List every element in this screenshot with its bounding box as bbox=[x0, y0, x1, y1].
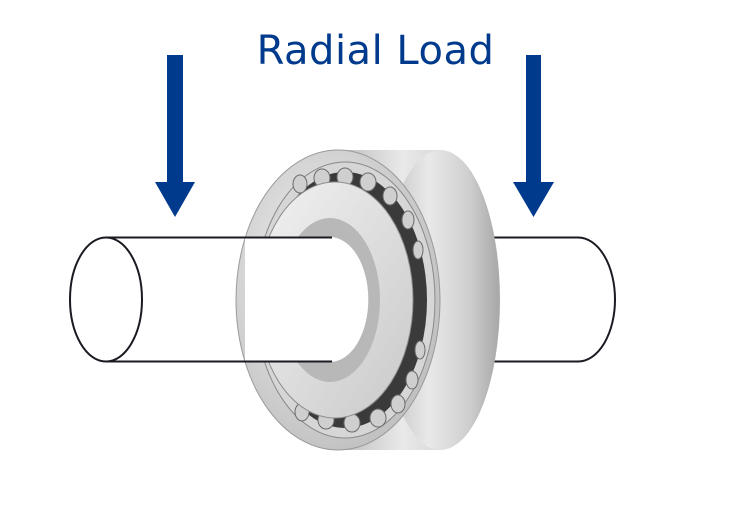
diagram-title: Radial Load bbox=[256, 28, 495, 74]
left-load-arrow bbox=[155, 55, 195, 217]
right-load-arrow bbox=[513, 55, 554, 217]
tapered-roller-bearing bbox=[235, 149, 500, 451]
shaft-left-end bbox=[69, 236, 245, 363]
